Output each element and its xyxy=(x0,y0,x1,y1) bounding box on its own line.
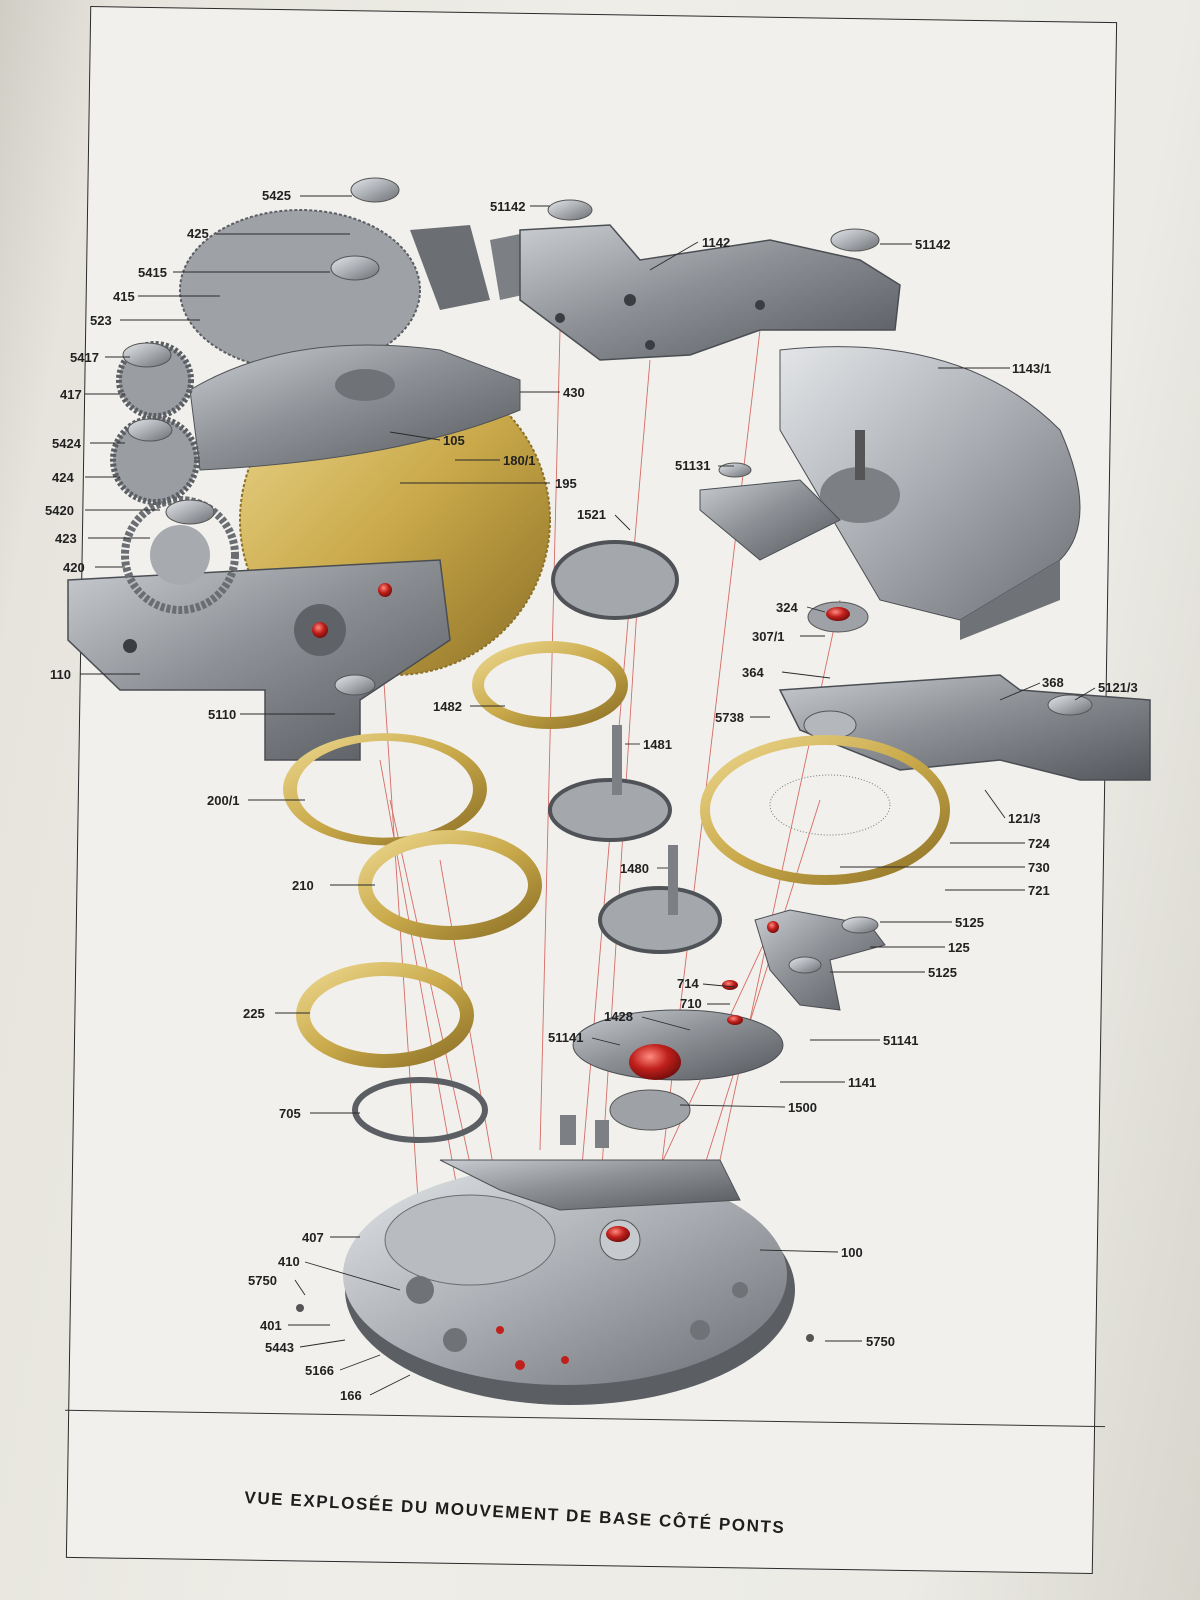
label-200-1: 200/1 xyxy=(207,793,240,808)
label-5110: 5110 xyxy=(208,707,236,722)
barrel-assembly xyxy=(67,177,551,761)
label-5425: 5425 xyxy=(262,188,291,203)
label-5121-3: 5121/3 xyxy=(1098,680,1138,695)
label-1500: 1500 xyxy=(788,1100,817,1115)
label-430: 430 xyxy=(563,385,585,400)
label-1521: 1521 xyxy=(577,507,606,522)
label-5420: 5420 xyxy=(45,503,74,518)
label-105: 105 xyxy=(443,433,465,448)
label-125: 125 xyxy=(948,940,970,955)
rotor-1143-1 xyxy=(699,346,1081,640)
label-710: 710 xyxy=(680,996,702,1011)
main-plate-100 xyxy=(343,1115,795,1405)
label-401: 401 xyxy=(260,1318,282,1333)
label-1480: 1480 xyxy=(620,861,649,876)
label-110: 110 xyxy=(50,667,71,682)
label-5125-bottom: 5125 xyxy=(928,965,957,980)
label-721: 721 xyxy=(1028,883,1050,898)
label-5738: 5738 xyxy=(715,710,744,725)
label-51141-right: 51141 xyxy=(883,1033,918,1048)
label-1482: 1482 xyxy=(433,699,462,714)
label-307-1: 307/1 xyxy=(752,629,785,644)
label-1143-1: 1143/1 xyxy=(1012,361,1051,376)
label-1141: 1141 xyxy=(848,1075,876,1090)
label-121-3: 121/3 xyxy=(1008,811,1041,826)
label-51141-left: 51141 xyxy=(548,1030,583,1045)
label-410: 410 xyxy=(278,1254,300,1269)
label-5750-right: 5750 xyxy=(866,1334,895,1349)
label-523: 523 xyxy=(90,313,112,328)
balance-assembly xyxy=(700,601,1151,1011)
label-225: 225 xyxy=(243,1006,265,1021)
label-5415: 5415 xyxy=(138,265,167,280)
label-324: 324 xyxy=(776,600,798,615)
label-420: 420 xyxy=(63,560,85,575)
label-5125-top: 5125 xyxy=(955,915,984,930)
label-417: 417 xyxy=(60,387,82,402)
label-730: 730 xyxy=(1028,860,1050,875)
label-724: 724 xyxy=(1028,836,1050,851)
part-labels: 5425 425 5415 415 523 5417 417 5424 424 … xyxy=(45,188,1138,1403)
label-195: 195 xyxy=(555,476,577,491)
label-705: 705 xyxy=(279,1106,301,1121)
label-5166: 5166 xyxy=(305,1363,334,1378)
label-100: 100 xyxy=(841,1245,863,1260)
label-5424: 5424 xyxy=(52,436,82,451)
label-368: 368 xyxy=(1042,675,1064,690)
label-51142-right: 51142 xyxy=(915,237,950,252)
train-bridge-1142 xyxy=(519,199,901,361)
label-1142: 1142 xyxy=(702,235,730,250)
label-425: 425 xyxy=(187,226,209,241)
label-415: 415 xyxy=(113,289,135,304)
label-5417: 5417 xyxy=(70,350,99,365)
leader-lines xyxy=(80,195,1096,1396)
label-364: 364 xyxy=(742,665,764,680)
wheel-train xyxy=(283,540,814,1342)
label-166: 166 xyxy=(340,1388,362,1403)
label-5750-left: 5750 xyxy=(248,1273,277,1288)
label-51131: 51131 xyxy=(675,458,710,473)
label-1428: 1428 xyxy=(604,1009,633,1024)
label-5443: 5443 xyxy=(265,1340,294,1355)
label-424: 424 xyxy=(52,470,74,485)
label-180-1: 180/1 xyxy=(503,453,536,468)
label-210: 210 xyxy=(292,878,314,893)
label-423: 423 xyxy=(55,531,77,546)
label-714: 714 xyxy=(677,976,699,991)
label-51142-left: 51142 xyxy=(490,199,525,214)
label-1481: 1481 xyxy=(643,737,672,752)
label-407: 407 xyxy=(302,1230,324,1245)
